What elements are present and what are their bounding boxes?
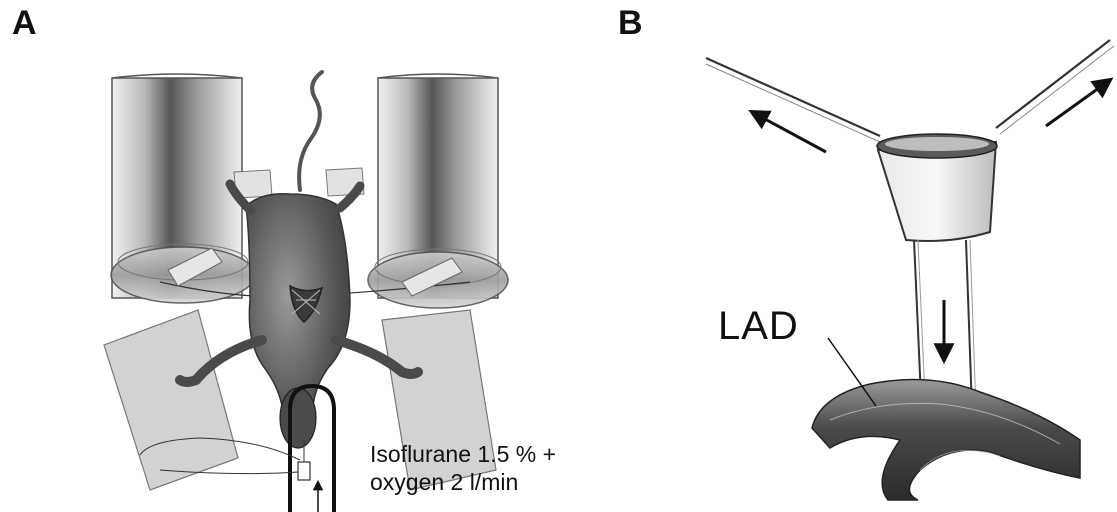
- intubation-tag: [298, 462, 310, 480]
- panel-b-drawing: [706, 40, 1114, 500]
- left-pull-arrow: [752, 112, 826, 152]
- panel-b-label: B: [618, 6, 643, 40]
- lad-vessel: [812, 380, 1080, 501]
- mouse-tail: [299, 72, 322, 190]
- anesthesia-caption-line1: Isoflurane 1.5 % +: [370, 440, 556, 468]
- right-pull-arrow: [1046, 80, 1110, 126]
- lad-label: LAD: [718, 306, 799, 346]
- right-retractor-wire: [996, 40, 1110, 128]
- left-retractor-wire: [706, 58, 880, 136]
- panel-a-label: A: [12, 6, 37, 40]
- snare-occluder-cup: [877, 134, 997, 241]
- anesthesia-caption-line2: oxygen 2 l/min: [370, 468, 518, 496]
